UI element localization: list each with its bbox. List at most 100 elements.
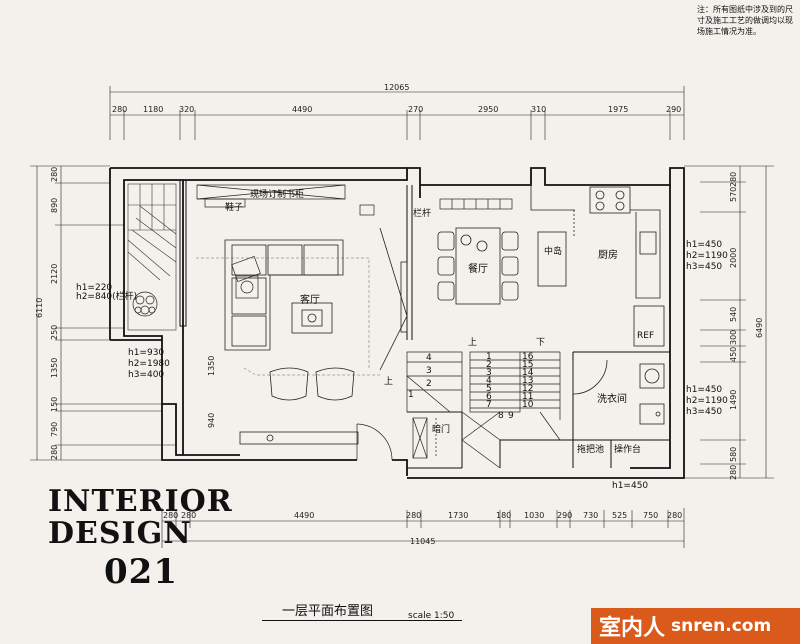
height-kitchen-3: h3=450 (686, 262, 722, 272)
height-kitchen-2: h2=1190 (686, 251, 728, 261)
dim-bottom: 280 (406, 511, 421, 520)
height-left-2: h2=840(栏杆) (76, 290, 137, 302)
kitchen-label: 厨房 (598, 248, 618, 261)
living-room-label: 客厅 (300, 293, 320, 306)
stair-step: 11 (522, 392, 533, 402)
stair-step: 1 (486, 352, 492, 362)
stair-step: 13 (522, 376, 533, 386)
mop-sink-label: 拖把池 (577, 443, 604, 455)
top-dimensions (109, 86, 685, 140)
stair-step: 7 (486, 400, 492, 410)
height-living-3: h3=400 (128, 370, 164, 380)
dim-left: 150 (50, 397, 59, 412)
dim-bottom: 1730 (448, 511, 468, 520)
stair-down: 下 (536, 338, 545, 348)
height-kitchen-1: h1=450 (686, 240, 722, 250)
hidden-door-label: 暗门 (432, 423, 450, 435)
dim-right: 300 (729, 330, 738, 345)
drawing-title: 一层平面布置图 (282, 604, 374, 619)
rug-outline (196, 257, 370, 368)
dim-right-total: 6490 (755, 318, 764, 338)
stair-up-left: 上 (384, 376, 393, 387)
stair-step: 2 (426, 379, 432, 389)
dim-inner: 940 (207, 413, 216, 428)
dim-bottom: 280 (667, 511, 682, 520)
bookcase (196, 184, 375, 216)
dim-right: 2000 (729, 248, 738, 268)
exterior-walls (109, 167, 685, 479)
stair-step: 6 (486, 392, 492, 402)
right-dimensions (684, 165, 774, 479)
stair-up-right: 上 (468, 337, 477, 348)
dim-top: 320 (179, 105, 194, 114)
dining-room-label: 餐厅 (468, 262, 488, 275)
brand-line-2: DESIGN (48, 516, 192, 551)
dim-inner: 1350 (207, 356, 216, 376)
dim-left: 790 (50, 422, 59, 437)
dim-left-total: 6110 (35, 298, 44, 318)
dim-left: 1350 (50, 358, 59, 378)
dim-left: 890 (50, 198, 59, 213)
title-underline (262, 620, 462, 621)
watermark-cn: 室内人 (599, 615, 666, 641)
dining-table (437, 227, 519, 305)
dim-left: 280 (50, 167, 59, 182)
laundry-label: 洗衣间 (597, 392, 627, 405)
kitchen-counter (530, 185, 661, 299)
dim-bottom: 730 (583, 511, 598, 520)
dim-top-total: 12065 (384, 83, 409, 92)
dim-bottom: 280 (181, 511, 196, 520)
dim-right: 1490 (729, 390, 738, 410)
dim-top: 1180 (143, 105, 163, 114)
shoe-cabinet-label: 鞋子 (225, 201, 243, 213)
height-living-1: h1=930 (128, 348, 164, 358)
height-laundry-2: h2=1190 (686, 396, 728, 406)
brand-line-3: 021 (104, 552, 178, 592)
tv-console (239, 431, 359, 445)
stair-step: 14 (522, 368, 534, 378)
dim-top: 290 (666, 105, 681, 114)
bottom-dimensions (161, 508, 685, 548)
stairs (406, 351, 561, 469)
dim-bottom: 750 (643, 511, 658, 520)
dim-right: 450 (729, 347, 738, 362)
height-counter: h1=450 (612, 481, 648, 491)
brand-line-1: INTERIOR (48, 484, 233, 519)
stair-step: 3 (486, 368, 492, 378)
dim-bottom: 1030 (524, 511, 544, 520)
watermark-en: snren.com (671, 616, 772, 636)
height-living-2: h2=1980 (128, 359, 170, 369)
stair-step: 16 (522, 352, 534, 362)
stair-step: 5 (486, 384, 492, 394)
counter-label: 操作台 (614, 443, 641, 455)
fridge-label: REF (637, 331, 654, 341)
drawing-scale: scale 1:50 (408, 611, 455, 621)
fridge (633, 305, 665, 347)
dim-top: 4490 (292, 105, 312, 114)
height-left-1: h1=220 (76, 283, 112, 293)
height-laundry-1: h1=450 (686, 385, 722, 395)
dim-top: 1975 (608, 105, 628, 114)
stair-step: 10 (522, 400, 534, 410)
dim-bottom: 280 (163, 511, 178, 520)
stair-step: 8 (498, 411, 504, 421)
dim-bottom: 525 (612, 511, 627, 520)
dim-right: 570 (729, 187, 738, 202)
railing-label: 栏杆 (413, 207, 431, 219)
armchair-icon (231, 255, 261, 299)
bookcase-label: 现场订制书柜 (250, 188, 304, 200)
lounge-chairs (269, 367, 355, 401)
dim-bottom-total: 11045 (410, 537, 435, 546)
dim-top: 270 (408, 105, 423, 114)
dim-right: 580 (729, 447, 738, 462)
island-label: 中岛 (544, 245, 562, 257)
watermark-banner: 室内人 snren.com (591, 608, 800, 644)
plant-icon (132, 291, 158, 317)
dim-bottom: 290 (557, 511, 572, 520)
dim-top: 280 (112, 105, 127, 114)
dim-left: 280 (50, 445, 59, 460)
interior-walls (179, 179, 670, 469)
dim-bottom: 4490 (294, 511, 314, 520)
dim-left: 2120 (50, 264, 59, 284)
dim-right: 280 (729, 172, 738, 187)
